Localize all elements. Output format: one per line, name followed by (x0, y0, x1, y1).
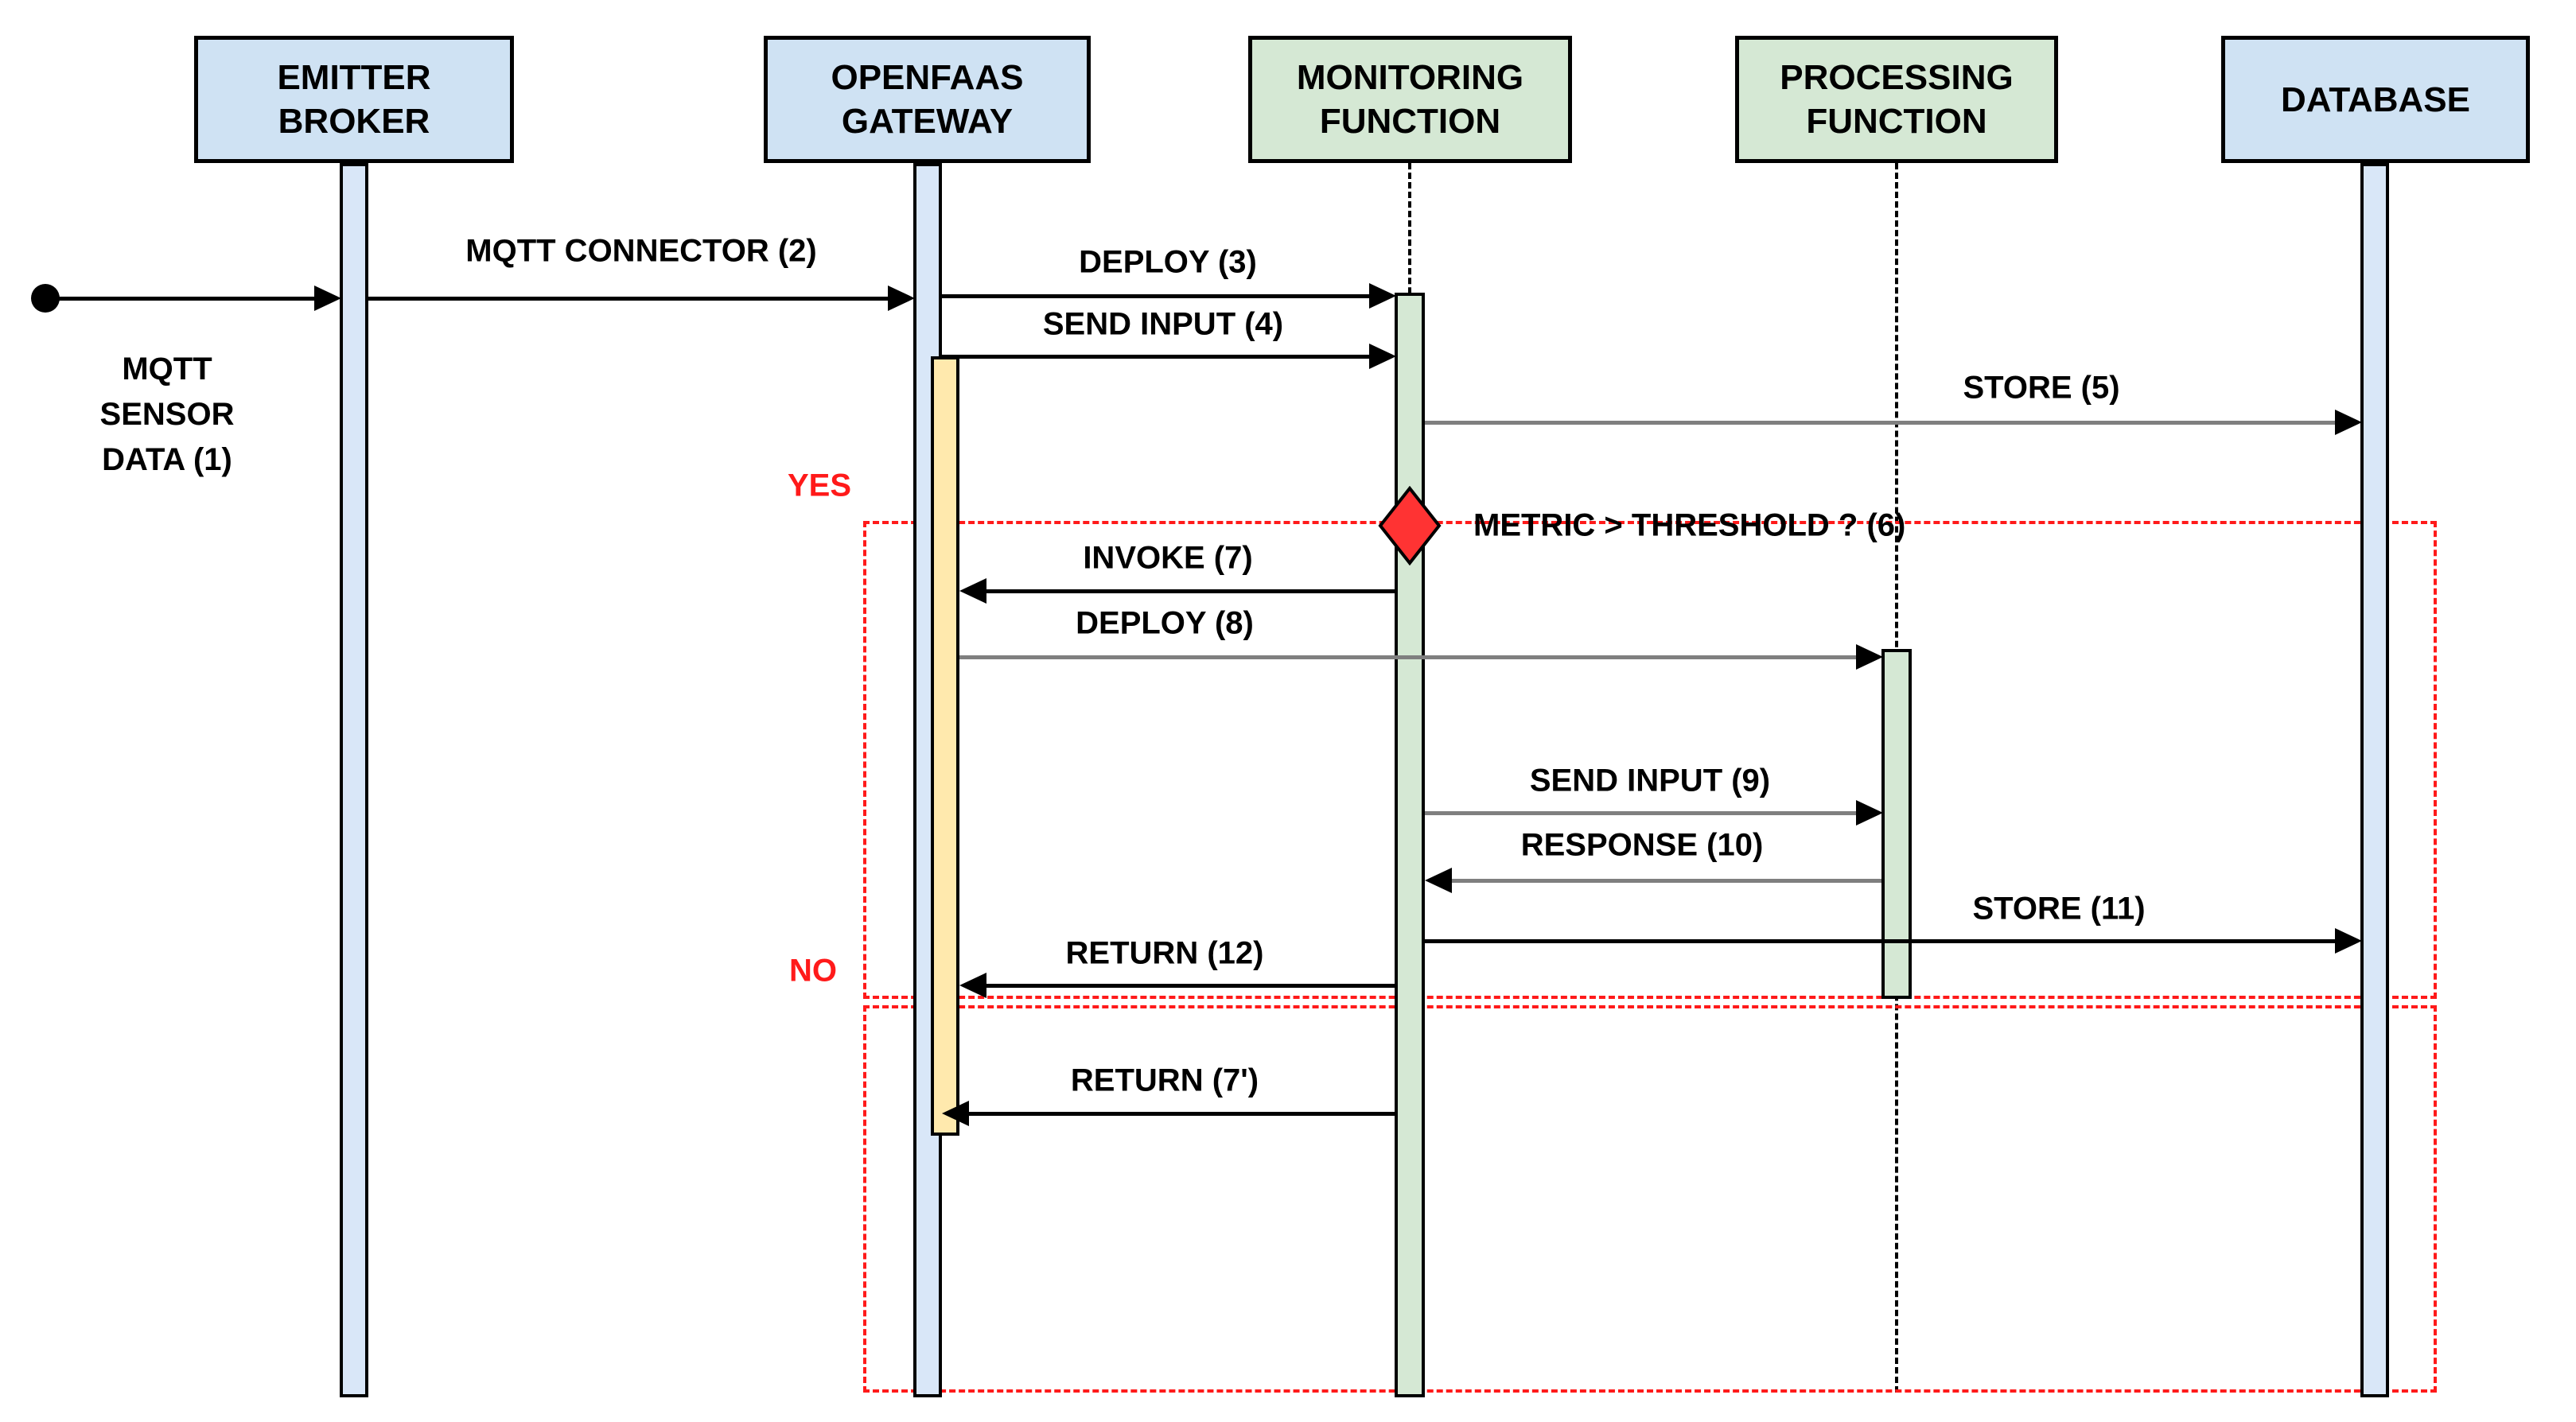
arrowhead-left-icon (959, 973, 986, 998)
actor-label: OPENFAAS GATEWAY (831, 58, 1024, 141)
msg-label-deploy-3: DEPLOY (3) (1071, 243, 1265, 282)
monitoring-activation-bar (1395, 293, 1425, 1397)
decision-diamond-icon (1378, 485, 1442, 566)
msg-label-deploy-8: DEPLOY (8) (1068, 604, 1262, 643)
start-dot (31, 284, 60, 313)
msg-line-deploy-3 (942, 294, 1371, 298)
msg-label-mqtt-connector: MQTT CONNECTOR (2) (457, 231, 825, 271)
msg-line-response-10 (1449, 879, 1881, 883)
arrowhead-left-icon (942, 1101, 969, 1126)
msg-label-invoke-7: INVOKE (7) (1075, 538, 1261, 578)
alt-yes-region (863, 521, 2437, 999)
arrowhead-right-icon (1856, 644, 1883, 670)
arrowhead-right-icon (1369, 283, 1396, 309)
branch-label-yes: YES (782, 468, 857, 504)
branch-label-no: NO (784, 953, 842, 989)
arrowhead-right-icon (2335, 928, 2362, 954)
msg-line-mqtt-connector (368, 297, 889, 301)
emitter-broker-lifeline-bar (340, 163, 368, 1397)
msg-line-return-7p (967, 1112, 1395, 1116)
arrowhead-right-icon (888, 286, 915, 311)
arrowhead-right-icon (1369, 344, 1396, 369)
msg-line-return-12 (984, 984, 1395, 988)
alt-no-region (863, 1005, 2437, 1393)
gateway-activation-bar (931, 356, 959, 1136)
msg-label-store-5: STORE (5) (1955, 368, 2128, 408)
decision-label: METRIC > THRESHOLD ? (6) (1473, 507, 1906, 543)
msg-label-send-input-4: SEND INPUT (4) (1034, 305, 1292, 344)
actor-database: DATABASE (2221, 36, 2530, 163)
arrowhead-right-icon (1856, 800, 1883, 826)
msg-label-mqtt-sensor-data: MQTT SENSOR DATA (1) (99, 352, 235, 477)
msg-line-send-input-4 (942, 355, 1371, 359)
msg-line-mqtt-sensor-data (59, 297, 316, 301)
actor-label: MONITORING FUNCTION (1296, 58, 1524, 141)
actor-monitoring-function: MONITORING FUNCTION (1248, 36, 1572, 163)
msg-label-return-12: RETURN (12) (1057, 934, 1272, 973)
msg-label-response-10: RESPONSE (10) (1512, 826, 1772, 865)
arrowhead-left-icon (1425, 868, 1452, 893)
msg-line-send-input-9 (1425, 811, 1858, 815)
actor-label: PROCESSING FUNCTION (1780, 58, 2014, 141)
msg-label-send-input-9: SEND INPUT (9) (1521, 761, 1779, 801)
actor-label: DATABASE (2281, 80, 2470, 119)
actor-processing-function: PROCESSING FUNCTION (1735, 36, 2058, 163)
arrowhead-right-icon (2335, 410, 2362, 435)
arrowhead-right-icon (314, 286, 341, 311)
msg-line-store-11 (1425, 939, 2337, 943)
msg-label-store-11: STORE (11) (1964, 889, 2154, 929)
actor-label: EMITTER BROKER (277, 58, 431, 141)
msg-line-invoke-7 (984, 589, 1395, 593)
actor-emitter-broker: EMITTER BROKER (194, 36, 514, 163)
processing-activation-bar (1881, 649, 1912, 999)
msg-label-return-7p: RETURN (7') (1062, 1061, 1267, 1101)
msg-line-store-5 (1425, 421, 2337, 425)
actor-openfaas-gateway: OPENFAAS GATEWAY (764, 36, 1091, 163)
database-lifeline-bar (2360, 163, 2389, 1397)
msg-line-deploy-8 (959, 655, 1858, 659)
arrowhead-left-icon (959, 578, 986, 604)
